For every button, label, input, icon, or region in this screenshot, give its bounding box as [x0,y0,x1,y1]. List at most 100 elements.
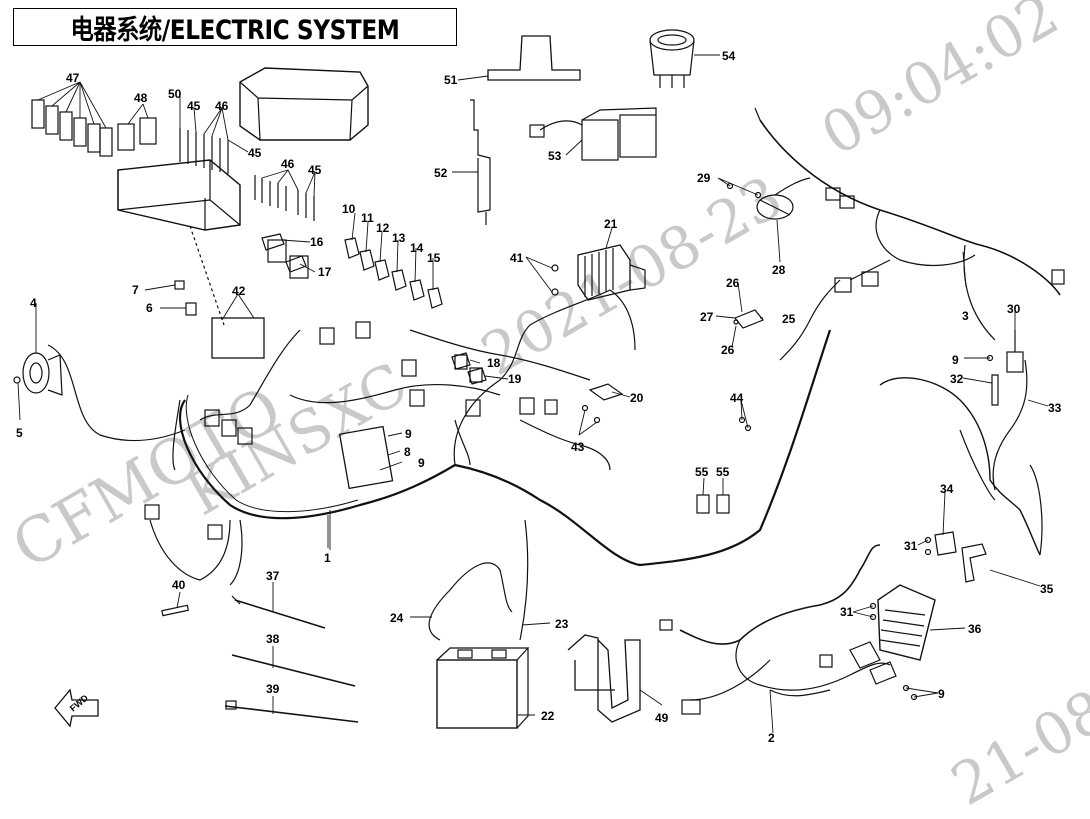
callout-36: 36 [968,622,982,636]
fuse-holders-10-15 [344,237,443,309]
relays-47 [31,99,113,157]
cable-tie-38 [231,654,356,687]
callout-53: 53 [548,149,562,163]
callout-2: 2 [768,731,775,745]
callout-25: 25 [782,312,796,326]
callout-18: 18 [487,356,501,370]
horn-4 [22,352,50,394]
sensor-28 [726,177,811,220]
callout-labels: 1 2 3 4 5 6 7 8 9 9 9 9 9 10 11 12 13 14… [16,49,1062,745]
callout-28: 28 [772,263,786,277]
callout-32: 32 [950,372,964,386]
callout-48: 48 [134,91,148,105]
callout-50: 50 [168,87,182,101]
relay-48b [139,117,157,145]
callout-21: 21 [604,217,618,231]
callout-17: 17 [318,265,332,279]
callout-11: 11 [361,211,374,225]
fuse-box-cover [239,67,369,141]
callout-34: 34 [940,482,954,496]
callout-43: 43 [571,440,585,454]
sensor-35 [961,543,987,583]
callout-30: 30 [1007,302,1021,316]
cable-23 [519,519,529,641]
switch-18 [451,352,471,370]
callout-29: 29 [697,171,711,185]
battery-22 [436,647,530,729]
callout-9-d: 9 [938,687,945,701]
callout-5: 5 [16,426,23,440]
callout-6: 6 [146,301,153,315]
clip-40 [161,604,190,617]
diagram-title-box: 电器系统/ELECTRIC SYSTEM [13,8,457,46]
sensor-52 [470,99,491,213]
bracket-51 [487,35,581,81]
callout-49: 49 [655,711,669,725]
ecu-36 [849,584,936,685]
sensor-34 [934,531,957,556]
sensor-32 [991,374,999,406]
callout-3: 3 [962,309,969,323]
callout-9-c: 9 [952,353,959,367]
fwd-arrow [54,688,99,728]
cable-tie-39 [224,705,359,723]
fuses-45-46 [179,128,315,221]
callout-52: 52 [434,166,448,180]
callout-26-b: 26 [721,343,735,357]
callout-42: 42 [232,284,246,298]
callout-45-a: 45 [187,99,201,113]
main-harness-1 [178,329,832,567]
callout-14: 14 [410,241,424,255]
battery-holder-49 [567,634,641,723]
callout-19: 19 [508,372,522,386]
connector-block-42 [211,317,265,359]
cable-24 [428,562,513,641]
connector-55b [716,494,730,514]
callout-7: 7 [132,283,139,297]
callout-55-b: 55 [716,465,730,479]
cable-33 [879,377,1041,556]
cable-tie-37 [234,599,326,629]
callout-31-a: 31 [904,539,918,553]
callout-13: 13 [392,231,406,245]
callout-51: 51 [444,73,458,87]
callout-33: 33 [1048,401,1062,415]
callout-1: 1 [324,551,331,565]
relay-module-8 [338,425,394,490]
page-title: 电器系统/ELECTRIC SYSTEM [70,14,400,46]
callout-41: 41 [510,251,524,265]
callout-20: 20 [630,391,644,405]
callout-47: 47 [66,71,80,85]
switch-19 [467,367,487,385]
connector-55a [696,494,710,514]
callout-44: 44 [730,391,744,405]
callout-54: 54 [722,49,736,63]
callout-22: 22 [541,709,555,723]
callout-9-b: 9 [418,456,425,470]
callout-15: 15 [427,251,441,265]
connector-30 [1006,351,1024,373]
regulator-21 [551,244,646,301]
sensor-20 [588,383,624,401]
callout-39: 39 [266,682,280,696]
callout-12: 12 [376,221,390,235]
electric-system-diagram: FWD 1 2 3 4 5 6 7 8 9 9 9 9 9 10 11 12 1… [13,29,1065,745]
callout-24: 24 [390,611,404,625]
callout-46-b: 46 [281,157,295,171]
callout-40: 40 [172,578,186,592]
callout-45-b: 45 [248,146,262,160]
callout-4: 4 [30,296,37,310]
callout-9-a: 9 [405,427,412,441]
callout-27: 27 [700,310,714,324]
callout-10: 10 [342,202,356,216]
callout-16: 16 [310,235,324,249]
relay-48a [117,123,135,151]
harness-3 [759,119,1061,296]
callout-38: 38 [266,632,280,646]
callout-55-a: 55 [695,465,709,479]
callout-35: 35 [1040,582,1054,596]
callout-45-c: 45 [308,163,322,177]
fuse-box-body [117,159,241,231]
harness-2 [679,544,881,645]
sensor-25 [734,309,764,329]
